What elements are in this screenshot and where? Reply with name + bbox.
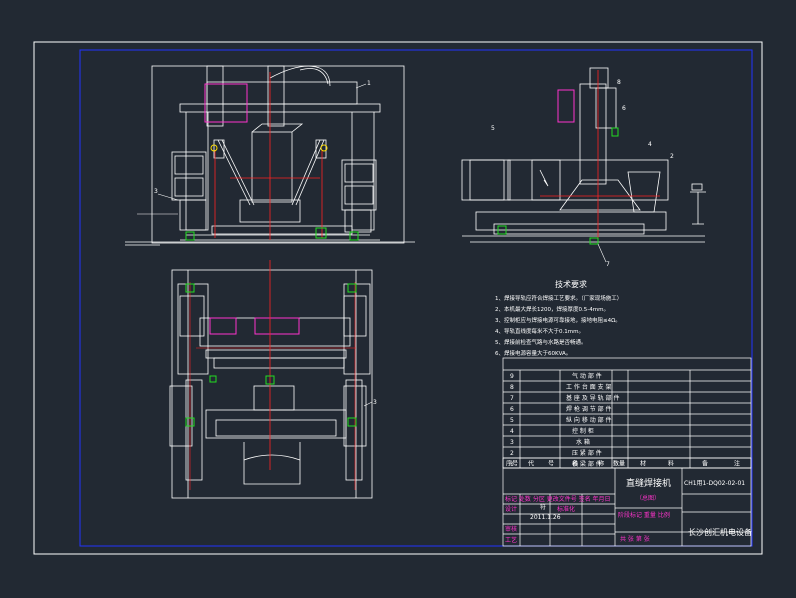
designer: 符 — [540, 503, 546, 511]
bom-row-no: 3 — [510, 439, 514, 446]
callout-front-3: 3 — [154, 188, 158, 195]
standardization-label: 标准化 — [557, 505, 575, 513]
drawing-subtitle: （总图） — [636, 494, 660, 502]
svg-text:备: 备 — [702, 460, 708, 468]
front-view-callouts: 1 3 — [137, 80, 371, 215]
svg-text:名: 名 — [572, 460, 578, 468]
sheet-border — [33, 41, 763, 555]
callout-side-2: 2 — [670, 153, 674, 160]
bom-rows: 9 气 动 部 件 8 工 作 台 面 支 架 7 基 座 及 导 轨 部 件 … — [510, 372, 619, 468]
requirement-3: 3、控制柜应与焊接电源可靠接地，接地电阻≤4Ω。 — [495, 316, 621, 324]
stage-label: 阶段标记 重量 比例 — [618, 511, 670, 519]
process-label: 工艺 — [505, 536, 517, 544]
requirement-5: 5、焊接前检查气路与水路是否畅通。 — [495, 338, 587, 346]
review-label: 审核 — [505, 525, 517, 533]
bom-row-name: 工 作 台 面 支 架 — [566, 383, 612, 391]
drawing-number: CH1用1-DQ02-02-01 — [684, 480, 745, 487]
svg-text:数量: 数量 — [613, 460, 625, 468]
bom-row-name: 基 座 及 导 轨 部 件 — [566, 394, 619, 402]
design-label: 设计 — [505, 505, 517, 513]
side-view — [461, 67, 706, 243]
technical-requirements: 技术要求 1、焊接导轨应符合焊接工艺要求。（厂家现场施工） 2、本机最大焊长12… — [495, 279, 622, 357]
svg-text:注: 注 — [734, 460, 740, 468]
svg-text:代: 代 — [528, 460, 534, 468]
side-view-colored — [497, 70, 660, 245]
callout-side-7: 7 — [606, 261, 610, 268]
plan-view-callouts: 3 — [363, 399, 377, 407]
svg-text:号: 号 — [548, 461, 554, 468]
bom-row-no: 1 — [510, 461, 514, 468]
bom-table — [502, 357, 752, 469]
svg-text:称: 称 — [598, 460, 604, 468]
bom-header: 序号 代 号 名 称 数量 材 料 备 注 — [502, 457, 752, 469]
bom-row-no: 9 — [510, 373, 514, 380]
bom-row-no: 8 — [510, 384, 514, 391]
bom-row-no: 4 — [510, 428, 514, 435]
bom-row-name: 纵 向 移 动 部 件 — [566, 416, 612, 424]
plan-view-colored — [185, 260, 357, 490]
title-block-text: 标记 处数 分区 更改文件号 签名 年月日 设计 符 2011.1.26 标准化… — [505, 477, 752, 544]
bom-row-no: 6 — [510, 406, 514, 413]
front-view-colored — [185, 72, 359, 241]
bom-row-no: 7 — [510, 395, 514, 402]
bom-row-name: 气 动 部 件 — [572, 372, 602, 380]
requirement-2: 2、本机最大焊长1200，焊接厚度0.5-4mm。 — [495, 305, 609, 313]
bom-header-no: 序号 — [506, 460, 518, 468]
requirements-heading: 技术要求 — [555, 279, 587, 289]
callout-top-3: 3 — [373, 399, 377, 406]
bom-row-name: 焊 枪 调 节 部 件 — [566, 405, 612, 413]
drawing-date: 2011.1.26 — [530, 514, 561, 521]
side-view-callouts: 8 5 6 4 2 7 — [491, 79, 674, 268]
callout-side-8: 8 — [617, 79, 621, 86]
company-name: 长沙创汇机电设备 — [688, 527, 752, 537]
drawing-frame — [79, 49, 753, 547]
svg-text:材: 材 — [640, 460, 646, 468]
callout-side-5: 5 — [491, 125, 495, 132]
requirement-1: 1、焊接导轨应符合焊接工艺要求。（厂家现场施工） — [495, 294, 622, 302]
bom-row-name: 横 梁 部 件 — [572, 460, 602, 468]
callout-front-1: 1 — [367, 80, 371, 87]
revision-row-label: 标记 处数 分区 更改文件号 签名 年月日 — [505, 495, 611, 503]
bom-row-name: 控 制 柜 — [572, 427, 594, 435]
bom-row-name: 水 箱 — [576, 438, 590, 446]
bom-row-no: 5 — [510, 417, 514, 424]
bom-row-no: 2 — [510, 450, 514, 457]
requirement-6: 6、焊接电源容量大于60KVA。 — [495, 349, 571, 357]
svg-text:料: 料 — [668, 460, 674, 468]
title-block — [502, 467, 752, 547]
front-view — [125, 65, 415, 246]
callout-side-4: 4 — [648, 141, 652, 148]
requirement-4: 4、导轨直线度每米不大于0.1mm。 — [495, 327, 584, 335]
plan-view — [169, 269, 373, 499]
drawing-title: 直缝焊接机 — [626, 477, 671, 489]
bom-row-name: 压 紧 部 件 — [572, 449, 602, 457]
callout-side-6: 6 — [622, 105, 626, 112]
sheets-label: 共 张 第 张 — [620, 535, 650, 543]
